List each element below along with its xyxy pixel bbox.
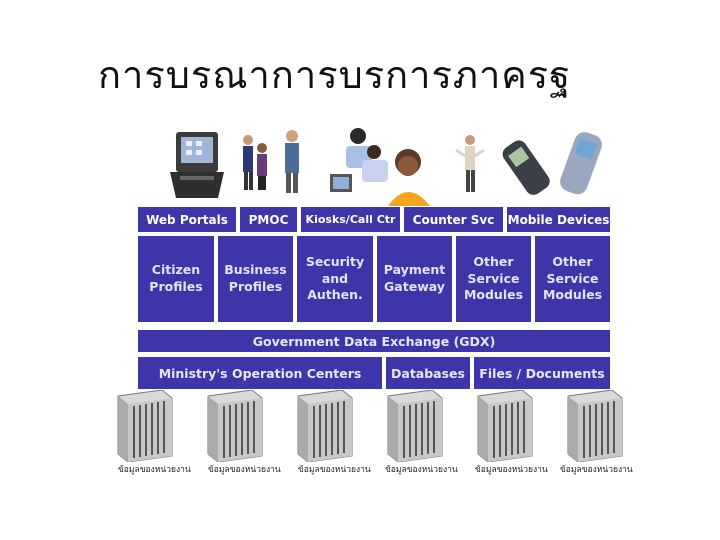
service-other-modules-2: Other Service Modules bbox=[535, 236, 610, 322]
server-rack-icon bbox=[478, 390, 532, 462]
channel-web-portals: Web Portals bbox=[138, 207, 236, 232]
channel-kiosks-call-center: Kiosks/Call Ctr bbox=[301, 207, 400, 232]
mobile-phones-icon bbox=[499, 129, 604, 198]
server-rack-icon bbox=[208, 390, 262, 462]
server-rack-icon bbox=[568, 390, 622, 462]
server-caption: ข้อมูลของหน่วยงาน bbox=[298, 462, 371, 476]
server-rack-icon bbox=[388, 390, 442, 462]
channel-counter-service: Counter Svc bbox=[404, 207, 503, 232]
service-other-modules-1: Other Service Modules bbox=[456, 236, 531, 322]
people-group-icon bbox=[243, 130, 299, 193]
server-caption: ข้อมูลของหน่วยงาน bbox=[208, 462, 281, 476]
kiosk-terminal-icon bbox=[170, 132, 224, 198]
server-racks bbox=[110, 390, 640, 462]
server-rack-icon bbox=[298, 390, 352, 462]
server-caption: ข้อมูลของหน่วยงาน bbox=[475, 462, 548, 476]
government-data-exchange: Government Data Exchange (GDX) bbox=[138, 330, 610, 352]
channel-pmoc: PMOC bbox=[240, 207, 297, 232]
smiling-person-icon bbox=[388, 149, 430, 206]
channel-photos bbox=[140, 126, 610, 206]
channel-mobile-devices: Mobile Devices bbox=[507, 207, 610, 232]
service-security-authen: Security and Authen. bbox=[297, 236, 373, 322]
business-person-icon bbox=[456, 135, 484, 192]
ministry-operation-centers: Ministry's Operation Centers bbox=[138, 357, 382, 389]
server-rack-icon bbox=[118, 390, 172, 462]
service-citizen-profiles: Citizen Profiles bbox=[138, 236, 214, 322]
databases: Databases bbox=[386, 357, 470, 389]
server-caption: ข้อมูลของหน่วยงาน bbox=[118, 462, 191, 476]
page-title: การบรณาการบรการภาครฐ bbox=[98, 44, 571, 105]
service-business-profiles: Business Profiles bbox=[218, 236, 293, 322]
server-caption: ข้อมูลของหน่วยงาน bbox=[560, 462, 633, 476]
files-documents: Files / Documents bbox=[474, 357, 610, 389]
service-payment-gateway: Payment Gateway bbox=[377, 236, 452, 322]
call-center-agents-icon bbox=[330, 128, 388, 192]
server-caption: ข้อมูลของหน่วยงาน bbox=[385, 462, 458, 476]
